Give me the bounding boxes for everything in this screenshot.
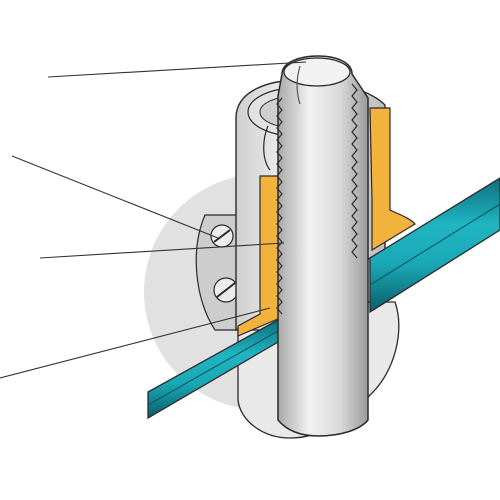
leader-lines [0,61,307,379]
threaded-stem [263,55,369,437]
panel-sheet-right [369,177,500,314]
leader-line-2 [11,155,219,239]
leader-line-3 [39,242,285,259]
leader-line-4 [0,307,271,379]
leader-line-1 [47,61,307,78]
screw-lower [213,277,239,303]
screw-upper [210,224,234,248]
